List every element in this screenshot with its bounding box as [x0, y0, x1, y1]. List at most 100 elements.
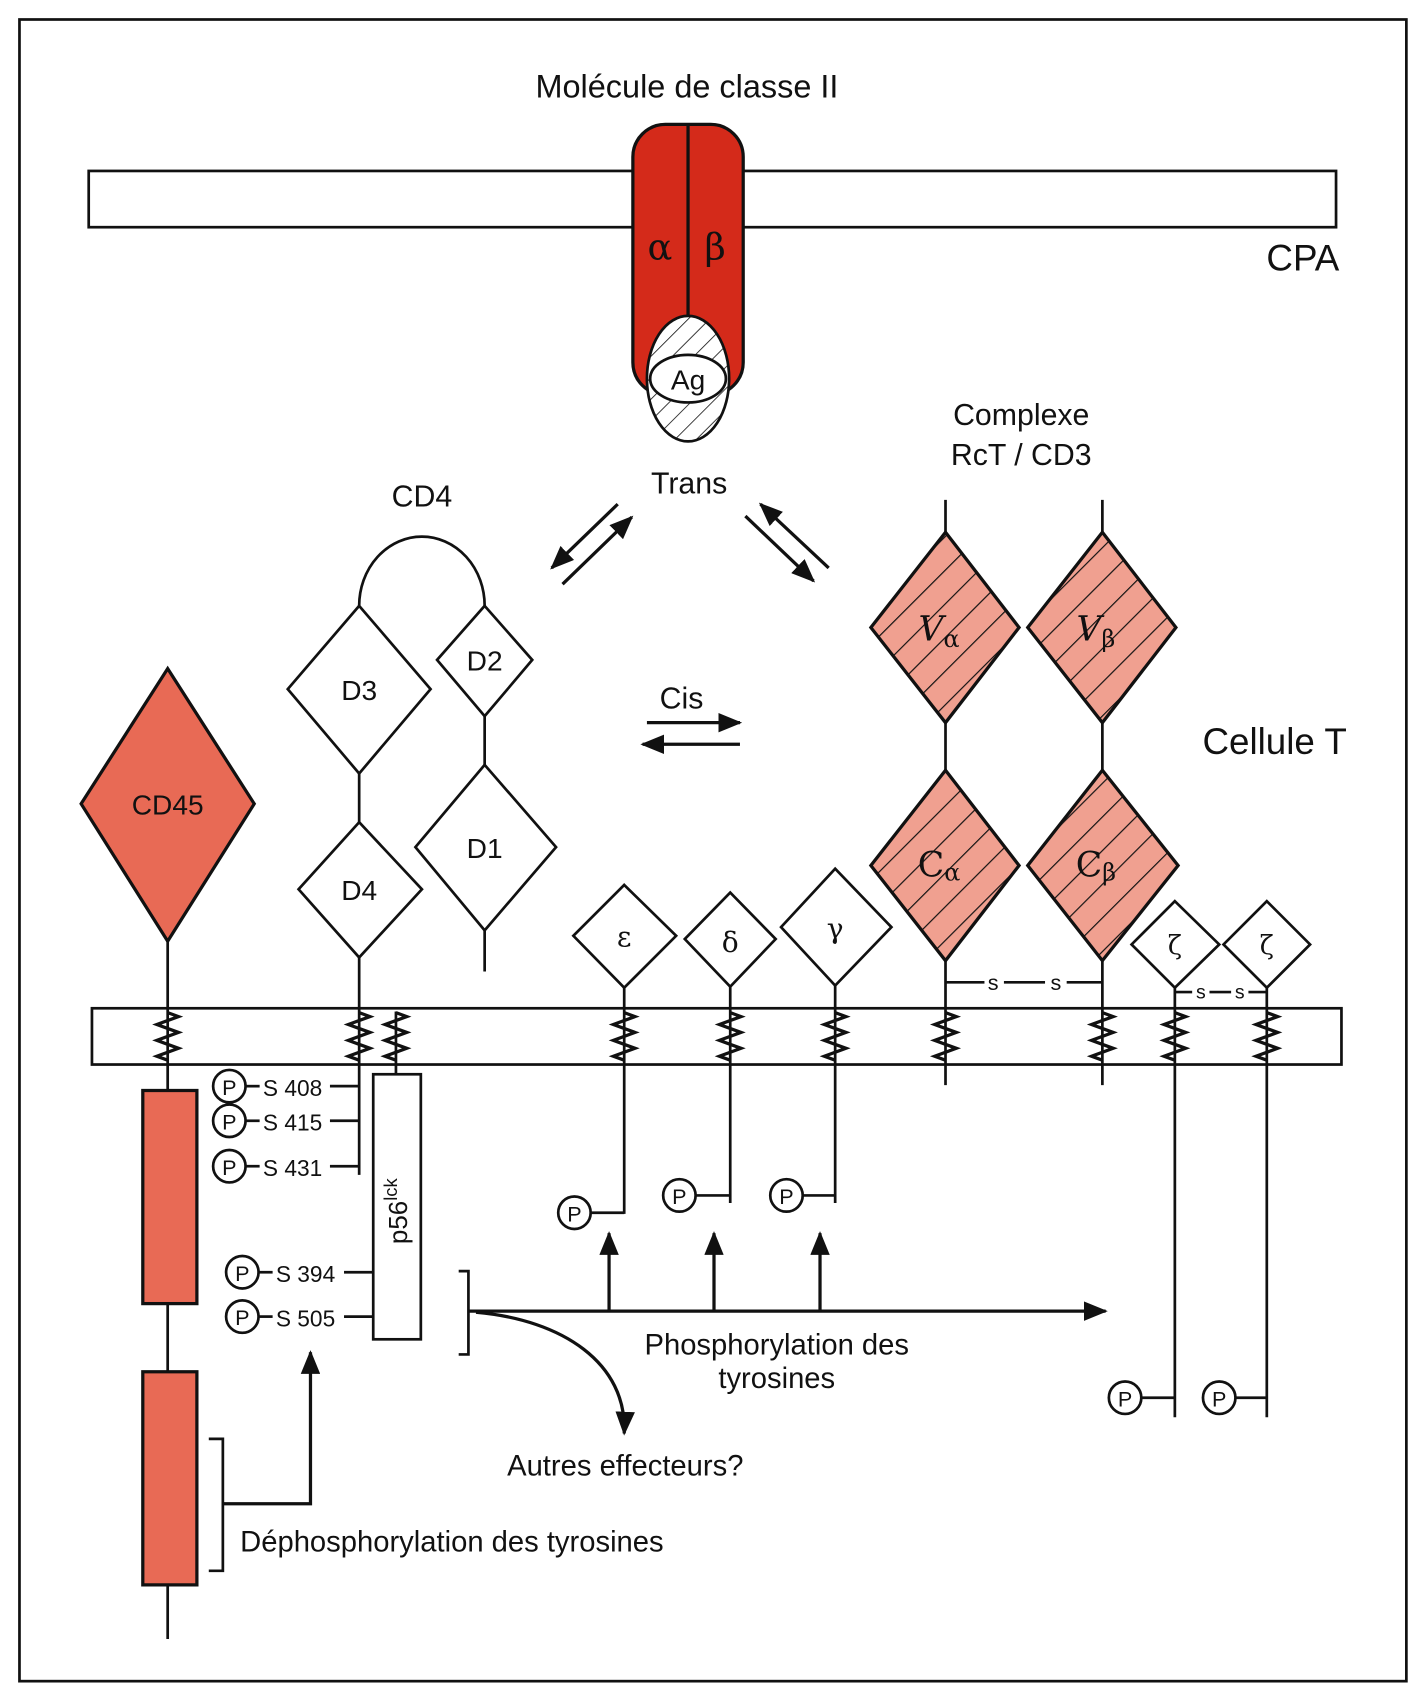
arrow-right-up — [758, 502, 830, 570]
cd4-label: CD4 — [392, 480, 453, 513]
cis-label: Cis — [660, 683, 704, 716]
zeta-disulfide: s s — [1174, 982, 1267, 1004]
v-beta-label: Vβ — [1076, 609, 1115, 652]
c-letter: C — [1076, 845, 1102, 885]
cd4-hinge-arc — [357, 535, 487, 606]
transmembrane-spring — [380, 1011, 412, 1062]
lck-bracket — [458, 1269, 470, 1356]
site-s408: P S 408 — [211, 1068, 360, 1104]
figure-frame — [18, 18, 1408, 1683]
transmembrane-spring — [714, 1011, 746, 1062]
s-label: s — [988, 970, 999, 995]
tcr-complex-label-1: Complexe — [953, 399, 1089, 432]
trans-arrows-left — [550, 502, 634, 586]
c-alpha-label: Cα — [918, 845, 961, 886]
phospho-p: P — [1118, 1386, 1132, 1411]
cd4-d2-label: D2 — [467, 646, 503, 677]
arrow-left-up — [561, 515, 634, 586]
cd4: CD4 D3 D4 D2 D1 — [285, 480, 558, 1175]
effectors-arrow — [475, 1310, 635, 1436]
zeta2-label: ζ — [1260, 931, 1274, 961]
v-letter: V — [918, 609, 946, 649]
tcell-membrane — [90, 1006, 1343, 1066]
v-beta-domain — [1025, 529, 1178, 726]
phospho-p: P — [222, 1109, 236, 1134]
c-beta-label: Cβ — [1076, 845, 1116, 886]
lck-box — [371, 1072, 423, 1341]
site-s394: P S 394 — [224, 1254, 374, 1290]
phospho-p: P — [235, 1261, 249, 1286]
phospho-p: P — [672, 1184, 686, 1209]
tcell-label: Cellule T — [1202, 721, 1346, 762]
mhc-title: Molécule de classe II — [536, 68, 839, 104]
transmembrane-spring — [343, 1011, 375, 1062]
site-s431: P S 431 — [211, 1148, 360, 1184]
cd45-label: CD45 — [132, 790, 204, 821]
antigen-label: Ag — [671, 364, 705, 395]
lck-sup: lck — [380, 1178, 401, 1201]
phospho-p: P — [1212, 1386, 1226, 1411]
trans-label: Trans — [651, 467, 727, 500]
cd4-d1-label: D1 — [467, 833, 503, 864]
other-effectors-caption: Autres effecteurs? — [507, 1451, 743, 1483]
lck-name: p56 — [383, 1201, 413, 1244]
cd4-d3-label: D3 — [341, 675, 377, 706]
s-label: s — [1050, 970, 1061, 995]
transmembrane-spring — [608, 1011, 640, 1062]
dephos-arrow — [222, 1350, 321, 1506]
c-letter: C — [918, 845, 944, 885]
site-s505: P S 505 — [224, 1299, 374, 1335]
tcr-disulfide: s s — [945, 970, 1103, 995]
v-letter: V — [1076, 609, 1104, 649]
epsilon-label: ε — [617, 921, 632, 954]
v-alpha-label: Vα — [918, 609, 959, 652]
s-label: s — [1196, 982, 1206, 1004]
lck-phospho-sites: P S 394 P S 505 — [224, 1254, 374, 1335]
mhc-beta-label: β — [704, 226, 725, 269]
cd45-phosphatase-domain-2 — [141, 1370, 199, 1587]
zeta1-label: ζ — [1168, 931, 1182, 961]
tcr-alpha-chain: Vα Cα — [868, 499, 1022, 1086]
transmembrane-spring — [1159, 1011, 1191, 1062]
c-alpha-domain — [868, 767, 1022, 964]
v-alpha-domain — [868, 529, 1022, 726]
transmembrane-spring — [1086, 1011, 1118, 1062]
arrow-right-down — [744, 514, 816, 583]
gamma-label: γ — [827, 912, 844, 945]
site-label: S 408 — [263, 1075, 322, 1101]
lck-label: p56lck — [380, 1178, 413, 1245]
cd45: CD45 — [79, 665, 321, 1639]
c-sub: β — [1102, 859, 1116, 887]
transmembrane-spring — [819, 1011, 851, 1062]
cd3-epsilon: ε P — [556, 883, 679, 1231]
cd4-d4-label: D4 — [341, 875, 377, 906]
site-label: S 415 — [263, 1110, 322, 1136]
dephos-bracket — [208, 1437, 225, 1573]
site-s415: P S 415 — [211, 1103, 360, 1139]
apc-label: CPA — [1266, 237, 1339, 278]
transmembrane-segments — [152, 1011, 1283, 1062]
s-label: s — [1235, 982, 1245, 1004]
phospho-p: P — [222, 1075, 236, 1100]
tcr-beta-chain: Vβ Cβ — [1025, 499, 1181, 1086]
phospho-p: P — [779, 1184, 793, 1209]
v-sub: β — [1101, 625, 1115, 653]
phospho-icon — [224, 1254, 260, 1290]
mhc-alpha-label: α — [647, 226, 672, 269]
phosphorylation-caption-1: Phosphorylation des — [645, 1329, 909, 1361]
transmembrane-spring — [1251, 1011, 1283, 1062]
tcr-complex-label-2: RcT / CD3 — [951, 439, 1092, 472]
cd4-phospho-sites: P S 408 P S 415 P S 431 — [211, 1068, 360, 1184]
phosphorylation-caption-2: tyrosines — [718, 1363, 835, 1395]
transmembrane-spring — [152, 1011, 184, 1062]
site-label: S 505 — [276, 1305, 335, 1331]
delta-label: δ — [722, 926, 739, 959]
phospho-p: P — [235, 1305, 249, 1330]
site-label: S 394 — [276, 1261, 335, 1287]
phospho-icon — [224, 1299, 260, 1335]
arrow-left-down — [550, 502, 619, 570]
site-label: S 431 — [263, 1155, 322, 1181]
p56lck: p56lck — [371, 1072, 1108, 1436]
cd3-zeta-2: ζ P — [1201, 899, 1312, 1418]
